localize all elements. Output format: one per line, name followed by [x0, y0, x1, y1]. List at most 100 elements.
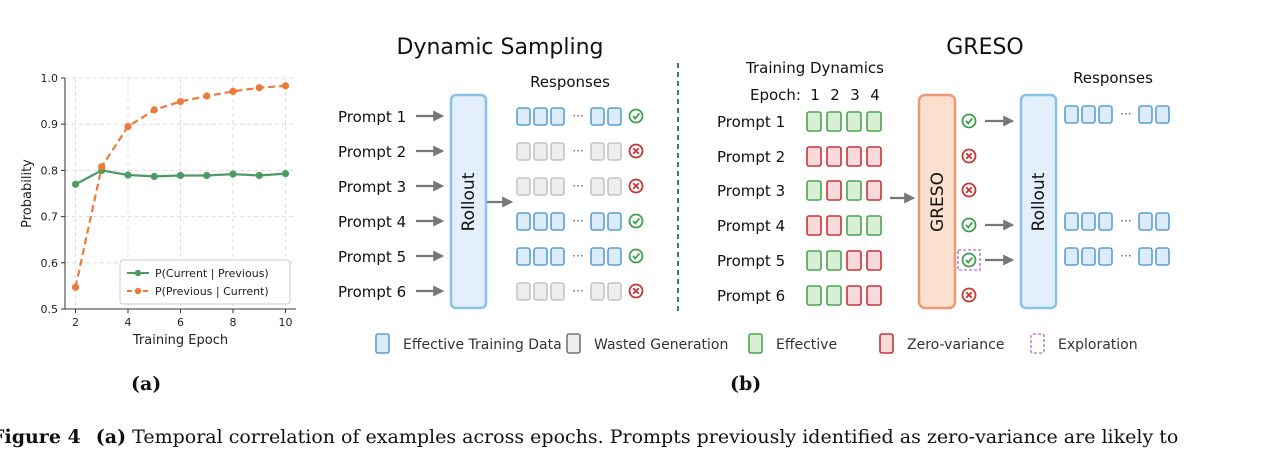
- effective-epoch-box: [866, 215, 882, 236]
- response-box: [533, 247, 548, 266]
- wasted-cross-icon: [628, 143, 644, 159]
- effective-epoch-box: [806, 285, 822, 306]
- y-tick-label: 0.5: [41, 303, 59, 316]
- caption-part-label: (a): [95, 426, 127, 448]
- zero-variance-epoch-box: [866, 146, 882, 167]
- wasted-cross-icon: [628, 283, 644, 299]
- check-mark: [632, 252, 641, 260]
- zero-variance-epoch-box: [806, 215, 822, 236]
- y-tick-label: 0.9: [41, 118, 59, 131]
- response-box: [607, 177, 622, 196]
- series-1-point: [71, 180, 80, 188]
- zero-variance-epoch-box: [846, 285, 862, 306]
- right-prompt-label: Prompt 1: [717, 113, 785, 131]
- legend-exploration-label: Exploration: [1058, 337, 1138, 353]
- legend-marker-2: [134, 287, 142, 295]
- legend-effective-training-data-label: Effective Training Data: [403, 337, 562, 353]
- response-ellipsis: ···: [572, 179, 583, 193]
- left-response-row: ···: [516, 282, 622, 301]
- check-mark: [965, 221, 974, 229]
- greso-box-label: GRESO: [928, 172, 948, 232]
- response-box: [533, 212, 548, 231]
- greso-rejected-cross-icon: [961, 148, 977, 164]
- greso-exploration-check-icon: [961, 252, 977, 268]
- response-box: [607, 142, 622, 161]
- response-box: [1064, 212, 1079, 231]
- response-box: [1098, 105, 1113, 124]
- legend-exploration-swatch: [1030, 333, 1045, 354]
- response-box: [1081, 105, 1096, 124]
- effective-epoch-box: [826, 285, 842, 306]
- left-prompt-label: Prompt 2: [338, 143, 406, 161]
- right-prompt-label: Prompt 2: [717, 148, 785, 166]
- zero-variance-epoch-box: [866, 250, 882, 271]
- response-box: [1155, 212, 1170, 231]
- response-box: [533, 177, 548, 196]
- response-box: [516, 247, 531, 266]
- series-2-point: [176, 97, 185, 106]
- effective-check-icon: [628, 213, 644, 229]
- check-mark: [632, 217, 641, 225]
- response-box: [550, 247, 565, 266]
- series-line-2: [74, 84, 286, 288]
- y-tick-label: 0.6: [41, 257, 59, 270]
- y-tick-label: 0.8: [41, 164, 59, 177]
- response-box: [550, 107, 565, 126]
- response-box: [1138, 105, 1153, 124]
- legend-effective-label: Effective: [776, 337, 837, 353]
- check-mark: [965, 117, 974, 125]
- effective-epoch-box: [826, 250, 842, 271]
- response-box: [1081, 247, 1096, 266]
- response-box: [590, 177, 605, 196]
- response-box: [550, 142, 565, 161]
- cross-mark: [965, 291, 973, 299]
- series-2-point: [203, 92, 211, 100]
- check-circle: [961, 113, 977, 129]
- cross-circle: [628, 283, 644, 299]
- check-circle: [628, 248, 644, 264]
- legend-label-1: P(Current | Previous): [155, 267, 269, 280]
- left-rollout-box: [449, 93, 488, 310]
- response-box: [1138, 247, 1153, 266]
- response-box: [1155, 105, 1170, 124]
- response-box: [590, 247, 605, 266]
- right-rollout-label: Rollout: [1029, 172, 1049, 231]
- cross-circle: [628, 143, 644, 159]
- left-prompt-label: Prompt 4: [338, 213, 406, 231]
- greso-title: GRESO: [946, 35, 1024, 60]
- effective-check-icon: [628, 108, 644, 124]
- cross-mark: [965, 186, 973, 194]
- left-rollout-label: Rollout: [459, 172, 479, 231]
- left-response-row: ···: [516, 177, 622, 196]
- check-circle: [628, 108, 644, 124]
- response-box: [533, 107, 548, 126]
- zero-variance-epoch-box: [846, 146, 862, 167]
- check-mark: [965, 256, 974, 264]
- cross-mark: [632, 147, 640, 155]
- response-ellipsis: ···: [572, 144, 583, 158]
- series-2-point: [98, 163, 106, 171]
- response-ellipsis: ···: [572, 284, 583, 298]
- response-box: [1081, 212, 1096, 231]
- cross-mark: [965, 152, 973, 160]
- greso-selected-check-icon: [961, 113, 977, 129]
- greso-selected-check-icon: [961, 217, 977, 233]
- left-prompt-label: Prompt 6: [338, 283, 406, 301]
- series-2-point: [124, 122, 132, 131]
- series-1-point: [281, 170, 290, 178]
- figure-caption: Figure 4 (a) Temporal correlation of exa…: [0, 426, 1265, 460]
- left-prompt-label: Prompt 5: [338, 248, 406, 266]
- legend-wasted-generation-label: Wasted Generation: [594, 337, 728, 353]
- subfigure-b-label: (b): [730, 373, 762, 395]
- response-box: [533, 282, 548, 301]
- cross-circle: [961, 182, 977, 198]
- response-box: [516, 142, 531, 161]
- epoch-number: 3: [850, 86, 860, 104]
- legend-effective-training-data-swatch: [375, 333, 390, 354]
- response-ellipsis: ···: [572, 109, 583, 123]
- series-1-point: [203, 171, 211, 180]
- right-response-row: ···: [1064, 212, 1170, 231]
- wasted-cross-icon: [628, 178, 644, 194]
